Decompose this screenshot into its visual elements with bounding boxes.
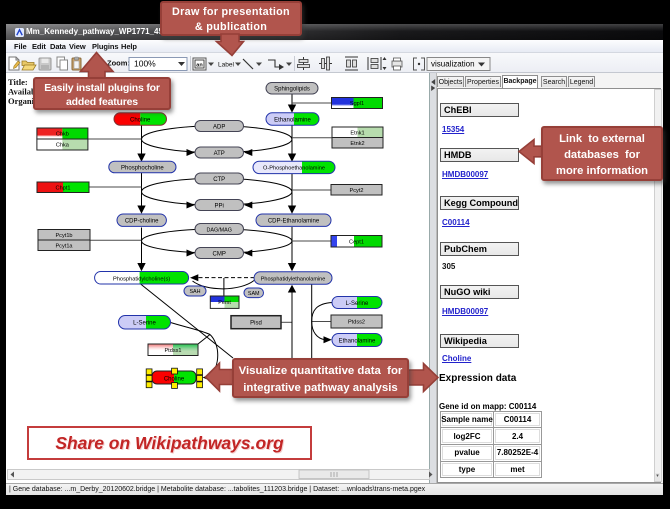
svg-text:Phosphatidylethanolamine: Phosphatidylethanolamine — [261, 277, 326, 283]
svg-text:PPi: PPi — [215, 204, 224, 210]
svg-text:Pcyt1a: Pcyt1a — [55, 244, 73, 250]
svg-text:visualization: visualization — [431, 60, 475, 69]
svg-text:Cept1: Cept1 — [349, 240, 364, 246]
svg-text:Zoom:: Zoom: — [107, 59, 130, 68]
svg-text:Label: Label — [218, 62, 234, 69]
svg-text:Sgpl1: Sgpl1 — [350, 101, 364, 107]
svg-text:Etnk1: Etnk1 — [350, 131, 364, 137]
svg-text:Availab: Availab — [8, 87, 36, 97]
svg-text:CMP: CMP — [213, 252, 226, 258]
svg-text:Ptdss2: Ptdss2 — [348, 320, 365, 326]
svg-text:Organis: Organis — [8, 96, 38, 106]
svg-text:SAH: SAH — [189, 289, 200, 295]
svg-text:100%: 100% — [134, 59, 156, 69]
svg-text:ADP: ADP — [213, 125, 225, 131]
svg-text:CDP-Ethanolamine: CDP-Ethanolamine — [268, 219, 320, 225]
svg-text:Chkb: Chkb — [56, 132, 69, 138]
svg-text:Chpt1: Chpt1 — [56, 186, 71, 192]
svg-text:Ethanolamine: Ethanolamine — [339, 339, 376, 345]
svg-text:Ethanolamine: Ethanolamine — [274, 118, 311, 124]
svg-text:Chka: Chka — [56, 143, 70, 149]
svg-text:Choline: Choline — [130, 118, 151, 124]
svg-text:Ptdss1: Ptdss1 — [164, 348, 181, 354]
svg-text:O-Phosphoethanolamine: O-Phosphoethanolamine — [263, 166, 325, 172]
svg-text:Sphingolipids: Sphingolipids — [274, 87, 310, 93]
svg-text:Pcyt1b: Pcyt1b — [55, 233, 72, 239]
svg-text:Title:: Title: — [8, 77, 28, 87]
svg-text:DAG/MAG: DAG/MAG — [206, 228, 231, 234]
svg-text:Phosphocholine: Phosphocholine — [121, 166, 164, 172]
svg-text:SAM: SAM — [248, 291, 260, 297]
svg-text:CTP: CTP — [213, 177, 225, 183]
svg-text:Pcyt2: Pcyt2 — [350, 188, 364, 194]
svg-text:Pemt: Pemt — [218, 300, 231, 306]
svg-text:Choline: Choline — [164, 376, 185, 382]
svg-text:Etnk2: Etnk2 — [350, 141, 364, 147]
svg-text:Phosphatidylcholine(s): Phosphatidylcholine(s) — [113, 276, 170, 282]
svg-text:Pisd: Pisd — [250, 321, 262, 327]
svg-text:CDP-choline: CDP-choline — [125, 219, 159, 225]
svg-text:L-Serine: L-Serine — [133, 321, 156, 327]
svg-text:ATP: ATP — [214, 151, 225, 157]
svg-text:L-Serine: L-Serine — [346, 301, 369, 307]
svg-text:an: an — [196, 63, 203, 69]
